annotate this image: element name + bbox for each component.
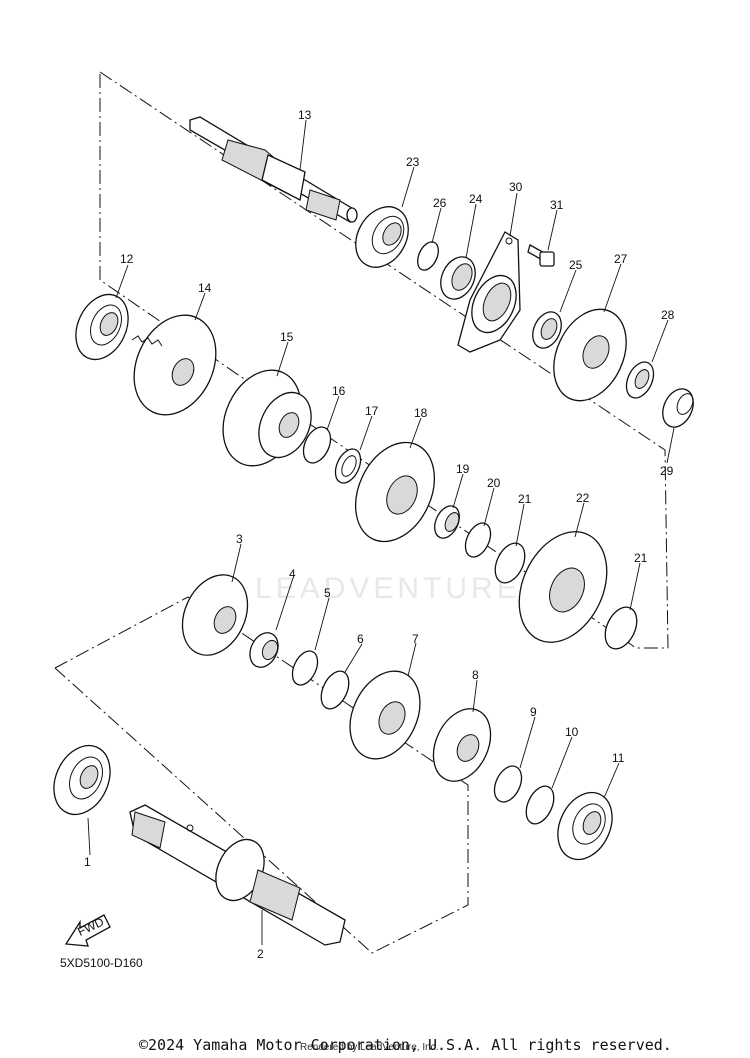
callout-2: 2 xyxy=(257,947,264,961)
drive-axle-2[interactable] xyxy=(129,804,346,946)
callout-25: 25 xyxy=(569,258,583,272)
bolt-31[interactable] xyxy=(527,244,555,267)
callout-19: 19 xyxy=(456,462,470,476)
callout-14: 14 xyxy=(198,281,212,295)
fwd-arrow-icon xyxy=(64,914,111,947)
gear-22[interactable] xyxy=(502,518,624,657)
callout-23: 23 xyxy=(406,155,420,169)
callout-26: 26 xyxy=(433,196,447,210)
drive-sprocket-27[interactable] xyxy=(540,298,640,413)
upper-assembly-outline xyxy=(99,71,669,649)
bushing-19[interactable] xyxy=(430,502,464,542)
callout-7: 7 xyxy=(412,632,419,646)
callout-31: 31 xyxy=(550,198,564,212)
gear-15[interactable] xyxy=(208,357,321,478)
bearing-11[interactable] xyxy=(548,784,623,869)
callout-1: 1 xyxy=(84,855,91,869)
callout-18: 18 xyxy=(414,406,428,420)
nut-29[interactable] xyxy=(657,384,699,432)
callout-12: 12 xyxy=(120,252,134,266)
callout-21-upper: 21 xyxy=(518,492,532,506)
oil-seal-24[interactable] xyxy=(434,251,482,304)
callout-labels: 1 2 3 4 5 6 7 8 9 10 11 12 13 14 15 16 1… xyxy=(75,108,674,961)
washer-9[interactable] xyxy=(489,762,527,807)
bushing-4[interactable] xyxy=(245,628,284,672)
collar-25[interactable] xyxy=(527,307,567,352)
callout-16: 16 xyxy=(332,384,346,398)
gear-8[interactable] xyxy=(422,700,501,791)
circlip-16[interactable] xyxy=(298,423,336,468)
callout-8: 8 xyxy=(472,668,479,682)
circlip-10[interactable] xyxy=(521,782,560,828)
plate-30[interactable] xyxy=(457,231,525,353)
bearing-1[interactable] xyxy=(43,736,121,823)
callout-30: 30 xyxy=(509,180,523,194)
washer-5[interactable] xyxy=(287,647,322,689)
gear-18[interactable] xyxy=(340,430,449,555)
callout-5: 5 xyxy=(324,586,331,600)
callout-4: 4 xyxy=(289,567,296,581)
gear-7[interactable] xyxy=(337,660,434,770)
callout-9: 9 xyxy=(530,705,537,719)
callout-17: 17 xyxy=(365,404,379,418)
washer-20[interactable] xyxy=(460,519,495,561)
rendered-by-credit: Rendered by LeadVenture, Inc. xyxy=(300,1042,439,1053)
callout-15: 15 xyxy=(280,330,294,344)
circlip-21-upper[interactable] xyxy=(489,538,530,587)
washer-17[interactable] xyxy=(330,445,365,487)
diagram-code: 5XD5100-D160 xyxy=(60,956,143,970)
lock-washer-28[interactable] xyxy=(621,358,659,403)
circlip-6[interactable] xyxy=(316,667,355,713)
main-shaft-13[interactable] xyxy=(189,116,358,223)
bearing-23[interactable] xyxy=(345,197,419,276)
gear-3[interactable] xyxy=(170,564,260,665)
callout-10: 10 xyxy=(565,725,579,739)
callout-21-lower: 21 xyxy=(634,551,648,565)
callout-27: 27 xyxy=(614,252,628,266)
callout-6: 6 xyxy=(357,632,364,646)
callout-24: 24 xyxy=(469,192,483,206)
leader-lines xyxy=(87,119,675,945)
callout-3: 3 xyxy=(236,532,243,546)
bearing-12[interactable] xyxy=(66,286,138,368)
callout-20: 20 xyxy=(487,476,501,490)
gear-14[interactable] xyxy=(119,302,232,428)
callout-28: 28 xyxy=(661,308,675,322)
callout-13: 13 xyxy=(298,108,312,122)
circlip-21-lower[interactable] xyxy=(599,602,643,654)
callout-11: 11 xyxy=(612,751,625,765)
circlip-26[interactable] xyxy=(414,239,443,274)
watermark: LEADVENTURE xyxy=(255,572,521,605)
callout-29: 29 xyxy=(660,464,674,478)
callout-22: 22 xyxy=(576,491,590,505)
copyright-notice: ©2024 Yamaha Motor Corporation, U.S.A. A… xyxy=(139,1036,672,1054)
